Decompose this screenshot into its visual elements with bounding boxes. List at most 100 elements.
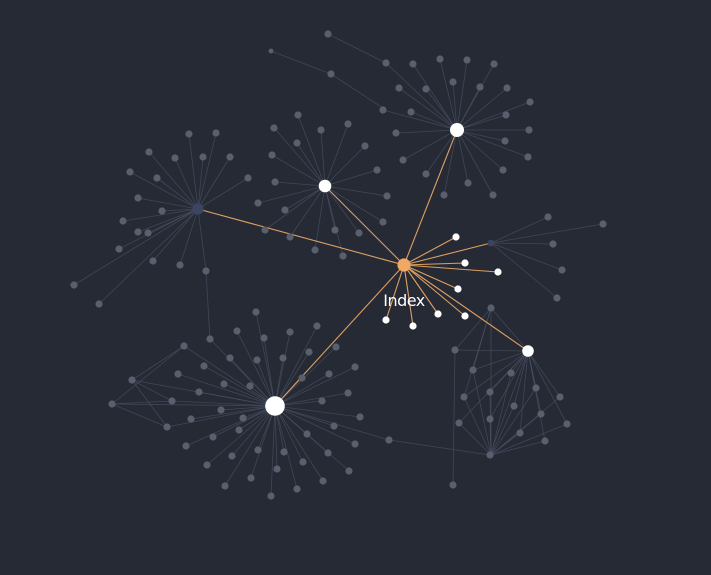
graph-node-49[interactable]: [126, 168, 134, 176]
graph-node-58[interactable]: [176, 261, 184, 269]
graph-node-137[interactable]: [268, 48, 274, 54]
graph-node-43[interactable]: [185, 130, 193, 138]
graph-node-dark[interactable]: [487, 239, 495, 247]
graph-node-138[interactable]: [129, 377, 135, 383]
graph-node-70[interactable]: [226, 354, 234, 362]
graph-node-1[interactable]: [409, 60, 417, 68]
graph-node-118[interactable]: [510, 402, 518, 410]
graph-node-72[interactable]: [279, 354, 287, 362]
graph-node-11[interactable]: [407, 108, 415, 116]
graph-node-114[interactable]: [507, 369, 515, 377]
graph-node-67[interactable]: [313, 322, 321, 330]
graph-node-95[interactable]: [182, 442, 190, 450]
graph-node-117[interactable]: [532, 384, 540, 392]
graph-node-45[interactable]: [145, 148, 153, 156]
graph-node-127[interactable]: [544, 213, 552, 221]
graph-node-76[interactable]: [174, 370, 182, 378]
graph-node-113[interactable]: [469, 366, 477, 374]
graph-node-55[interactable]: [144, 229, 152, 237]
graph-node-44[interactable]: [212, 129, 220, 137]
graph-node-index-leaf-2[interactable]: [494, 268, 502, 276]
graph-node-10[interactable]: [379, 106, 387, 114]
graph-node-79[interactable]: [298, 374, 306, 382]
graph-node-16[interactable]: [399, 156, 407, 164]
graph-node-103[interactable]: [273, 465, 281, 473]
graph-node-34[interactable]: [261, 226, 269, 234]
graph-node-index-leaf-1[interactable]: [461, 259, 469, 267]
graph-node-12[interactable]: [502, 111, 510, 119]
graph-node-hub-right[interactable]: [522, 345, 534, 357]
graph-node-66[interactable]: [286, 328, 294, 336]
graph-node-89[interactable]: [163, 423, 171, 431]
graph-node-3[interactable]: [463, 56, 471, 64]
graph-node-13[interactable]: [526, 98, 534, 106]
graph-node-28[interactable]: [268, 151, 276, 159]
graph-node-140[interactable]: [488, 452, 494, 458]
graph-node-132[interactable]: [324, 30, 332, 38]
graph-node-108[interactable]: [267, 492, 275, 500]
graph-node-46[interactable]: [171, 154, 179, 162]
graph-node-54[interactable]: [119, 217, 127, 225]
graph-node-18[interactable]: [524, 153, 532, 161]
graph-node-75[interactable]: [200, 362, 208, 370]
graph-node-90[interactable]: [209, 433, 217, 441]
graph-node-86[interactable]: [318, 397, 326, 405]
graph-node-24[interactable]: [270, 124, 278, 132]
graph-node-19[interactable]: [422, 170, 430, 178]
graph-node-29[interactable]: [293, 139, 301, 147]
graph-node-4[interactable]: [490, 60, 498, 68]
graph-node-35[interactable]: [286, 233, 294, 241]
graph-node-38[interactable]: [355, 229, 363, 237]
graph-node-74[interactable]: [332, 343, 340, 351]
graph-node-61[interactable]: [95, 300, 103, 308]
graph-node-50[interactable]: [153, 174, 161, 182]
graph-node-17[interactable]: [501, 137, 509, 145]
graph-node-39[interactable]: [379, 218, 387, 226]
graph-node-0[interactable]: [382, 59, 390, 67]
graph-nodes[interactable]: [70, 30, 607, 500]
graph-node-33[interactable]: [281, 206, 289, 214]
graph-node-134[interactable]: [385, 436, 393, 444]
graph-node-96[interactable]: [228, 452, 236, 460]
graph-node-60[interactable]: [70, 281, 78, 289]
graph-node-36[interactable]: [311, 246, 319, 254]
graph-node-102[interactable]: [247, 474, 255, 482]
graph-node-hub-bottom[interactable]: [265, 396, 285, 416]
graph-node-15[interactable]: [525, 126, 533, 134]
graph-node-20[interactable]: [440, 191, 448, 199]
graph-node-92[interactable]: [303, 430, 311, 438]
graph-node-131[interactable]: [599, 220, 607, 228]
graph-node-64[interactable]: [233, 327, 241, 335]
graph-node-21[interactable]: [464, 179, 472, 187]
graph-node-105[interactable]: [319, 477, 327, 485]
graph-node-42[interactable]: [331, 226, 339, 234]
graph-node-100[interactable]: [351, 440, 359, 448]
graph-node-73[interactable]: [305, 348, 313, 356]
graph-node-128[interactable]: [549, 240, 557, 248]
graph-node-hub-left[interactable]: [192, 203, 204, 215]
graph-node-87[interactable]: [344, 389, 352, 397]
graph-node-31[interactable]: [271, 178, 279, 186]
graph-node-107[interactable]: [221, 482, 229, 490]
graph-node-53[interactable]: [158, 207, 166, 215]
graph-node-57[interactable]: [149, 257, 157, 265]
graph-node-135[interactable]: [449, 481, 457, 489]
graph-node-23[interactable]: [499, 166, 507, 174]
graph-node-40[interactable]: [373, 166, 381, 174]
graph-node-index-leaf-0[interactable]: [452, 233, 460, 241]
graph-node-5[interactable]: [395, 84, 403, 92]
graph-node-37[interactable]: [339, 252, 347, 260]
graph-node-30[interactable]: [361, 142, 369, 150]
graph-node-hub-top-mid[interactable]: [318, 179, 332, 193]
graph-node-71[interactable]: [253, 356, 261, 364]
graph-node-121[interactable]: [486, 415, 494, 423]
graph-node-27[interactable]: [344, 120, 352, 128]
graph-node-85[interactable]: [239, 414, 247, 422]
graph-node-139[interactable]: [109, 401, 115, 407]
graph-node-index-leaf-7[interactable]: [382, 316, 390, 324]
graph-node-88[interactable]: [187, 415, 195, 423]
graph-node-115[interactable]: [460, 393, 468, 401]
graph-node-133[interactable]: [327, 70, 335, 78]
graph-node-129[interactable]: [558, 266, 566, 274]
